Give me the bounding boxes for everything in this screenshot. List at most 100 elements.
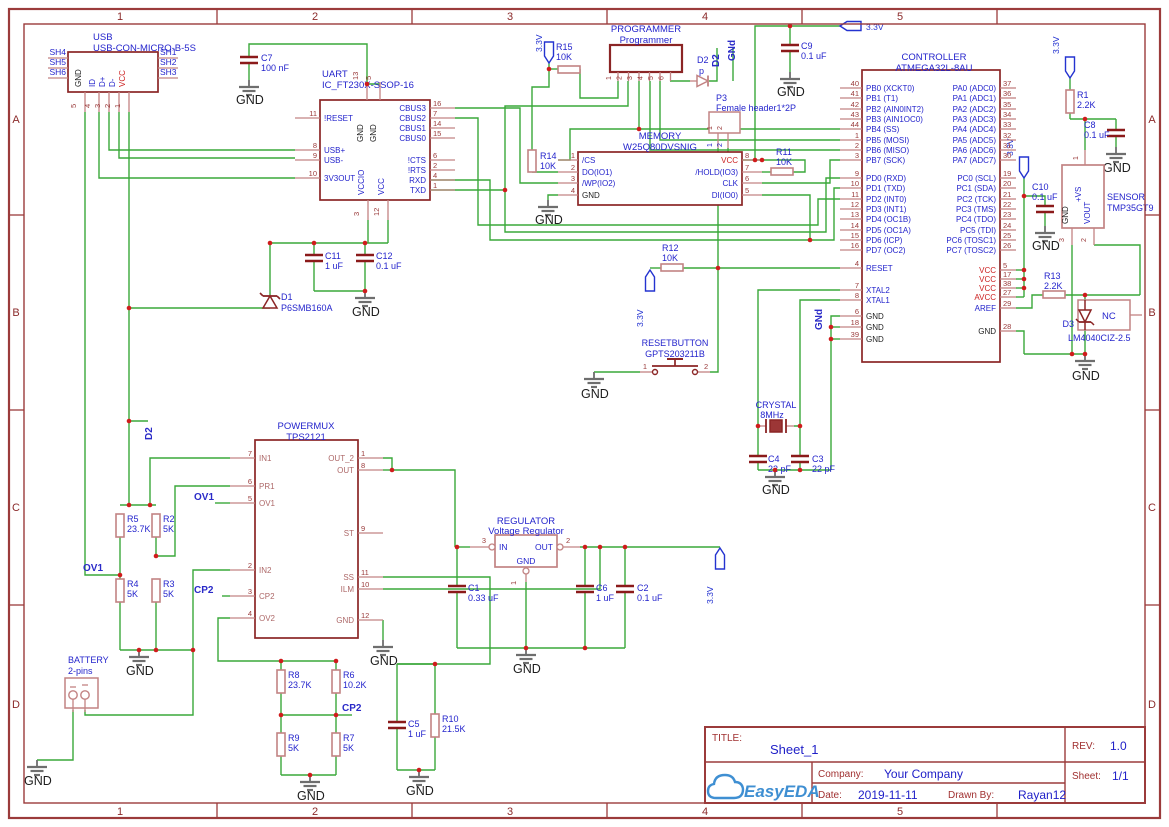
diode-D2[interactable]: D2p [690,55,710,88]
wire[interactable] [383,547,601,590]
gnd-symbol[interactable]: GND [777,72,805,99]
gnd-symbol[interactable]: GND [297,775,325,803]
net-label-CP2[interactable]: CP2 [194,585,214,596]
ic-usb[interactable]: USBUSB-CON-MICRO-B-5SSH4SH5SH6SH1SH2SH35… [48,32,196,112]
gnd-symbol[interactable]: GND [1072,354,1100,383]
wire[interactable] [84,569,230,716]
wire[interactable] [830,315,840,470]
capacitor-C2[interactable]: C20.1 uF [616,583,663,603]
gnd-symbol[interactable]: GND [126,650,154,678]
wire[interactable] [84,112,120,576]
wire[interactable] [455,117,840,226]
gnd-symbol[interactable]: GND [1032,226,1060,253]
wire[interactable] [1016,330,1025,354]
wire[interactable] [579,69,619,99]
wire[interactable] [149,457,230,505]
wire[interactable] [392,469,456,547]
gnd-symbol[interactable]: GND [24,760,52,788]
ic-uart[interactable]: UARTIC_FT230X-SSOP-1611!RESET8USB+9USB-1… [295,69,455,220]
gnd-symbol[interactable]: GND [535,200,563,227]
wire[interactable] [762,159,840,184]
wire[interactable] [504,81,629,190]
power-flag-3v3[interactable]: 3.3V [534,34,555,65]
gnd-symbol[interactable]: GND [236,80,264,107]
gnd-symbol[interactable]: GND [762,470,790,497]
ic-powermux[interactable]: POWERMUXTPS21217IN16PR15OV12IN23CP24OV21… [230,421,383,639]
wire[interactable] [1016,294,1043,309]
wire[interactable] [649,81,840,151]
net-label-D2[interactable]: D2 [711,54,722,67]
wire[interactable] [98,112,295,179]
gnd-symbol[interactable]: GND [406,770,434,798]
wire[interactable] [430,179,840,241]
wire[interactable] [762,194,811,240]
wire[interactable] [37,710,74,761]
wire[interactable] [1094,244,1141,295]
wire[interactable] [248,43,380,85]
capacitor-C6[interactable]: C61 uF [576,583,615,603]
wire[interactable] [762,159,806,173]
wire[interactable] [383,576,491,665]
wire[interactable] [118,112,295,159]
capacitor-C1[interactable]: C10.33 uF [448,583,499,603]
wire[interactable] [430,177,840,233]
power-flag-3v3[interactable]: 3.3V [635,268,656,327]
gnd-symbol[interactable]: GND [352,291,380,319]
gnd-symbol[interactable]: GND [581,372,609,401]
wire[interactable] [108,112,295,151]
wire[interactable] [383,457,393,470]
power-flag-3v3[interactable]: 3.3V [705,546,726,604]
power-flag-3v3[interactable]: 3.3V [838,20,884,33]
gnd-symbol[interactable]: GND [370,640,398,668]
net-label-GNd[interactable]: GNd [727,40,738,61]
wire[interactable] [455,107,558,184]
wire[interactable] [757,289,840,426]
wire[interactable] [156,485,230,557]
net-label-OV1[interactable]: OV1 [83,563,103,574]
wire[interactable] [709,48,718,82]
wire[interactable] [659,81,840,141]
net-label-D2[interactable]: D2 [144,427,155,440]
net-label-GNd[interactable]: GNd [814,309,825,330]
wire[interactable] [710,148,719,373]
gnd-symbol[interactable]: GND [513,648,541,676]
wire[interactable] [794,299,840,427]
wire[interactable] [547,194,558,200]
capacitor-C5[interactable]: C51 uF [388,719,427,739]
power-flag-3v3[interactable]: 3.3V [1005,138,1030,180]
wire[interactable] [217,617,281,662]
gnd-symbol[interactable]: GND [1103,147,1131,175]
capacitor-C8[interactable]: C80.1 uF [1084,120,1125,140]
power-flag-3v3[interactable]: 3.3V [1051,36,1076,80]
capacitor-C9[interactable]: C90.1 uF [781,41,827,61]
